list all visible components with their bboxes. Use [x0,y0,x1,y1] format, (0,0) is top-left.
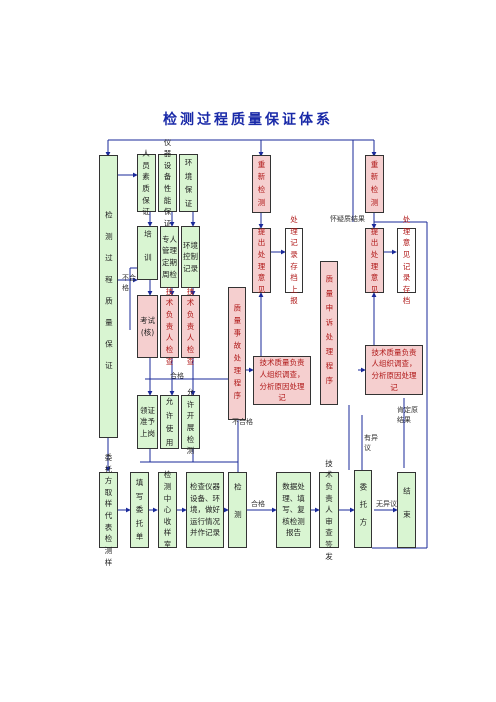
exam-box: 考试(核) [137,295,158,358]
allow-use-box: 允许使用 [160,395,179,449]
complaint-proc-box: 质量申诉处理程序 [320,261,338,405]
client-rep-box: 委托方取样代表检测样 [99,453,118,567]
retest-2-box: 重新检测 [365,155,384,213]
label-no-objection: 无异议 [376,500,397,508]
label-has-objection: 有异议 [364,434,378,452]
tech-review-box: 技术负责人审查签发 [319,459,339,561]
cert-work-box: 领证准予上岗 [137,395,158,449]
staff-qual-box: 人员素质保证 [137,149,156,216]
opinion-archive-box: 处理意见记录存档 [397,215,416,305]
dedicated-mgr-box: 专人管理定期周检 [160,226,179,288]
test-box: 检测 [228,472,247,548]
env-control-box: 环境控制记录 [181,226,200,288]
propose-1-box: 提出处理意见 [252,227,271,294]
label-fail-mid: 不合格 [232,418,253,426]
left-main-box: 检测过程质量保证 [99,155,118,438]
tech-resp-check-box: 技术负责人检查 [160,287,179,366]
label-confirm-result: 肯定原结果 [397,406,418,424]
page-title: 检测过程质量保证体系 [163,112,333,128]
env-guar-box: 环境保证 [179,154,198,212]
label-doubt-result: 怀疑质结果 [330,215,365,223]
investigate-2-box: 技术质量负责人组织调查，分析原因处理记 [365,345,423,395]
record-archive-box: 处理记录存档上报 [285,215,303,305]
end-box: 结束 [397,472,416,548]
inspect-box: 检查仪器设备、环境，做好运行情况并作记录 [186,472,224,548]
investigate-1-box: 技术质量负责人组织调查，分析原因处理记 [253,356,311,405]
label-pass-2: 合格 [251,500,265,508]
train-box: 培训 [137,226,158,280]
propose-2-box: 提出处理意见 [365,227,384,294]
tech-resp-check2-box: 技术负责人检查 [181,287,200,366]
report-data-box: 数据处理、填写、复核检测报告 [276,472,311,548]
allow-test-box: 允许开展检测 [181,388,200,455]
retest-1-box: 重新检测 [252,155,271,213]
label-fail-left: 不合格 [122,274,136,292]
client-box: 委托方 [354,470,372,548]
quality-accident-box: 质量事故处理程序 [228,287,246,420]
equip-perf-box: 仪器设备性能保证 [158,138,177,228]
center-accept-box: 检测中心收样室 [158,470,177,549]
fill-form-box: 填写委托单 [130,472,149,548]
label-pass-1: 合格 [170,372,184,380]
